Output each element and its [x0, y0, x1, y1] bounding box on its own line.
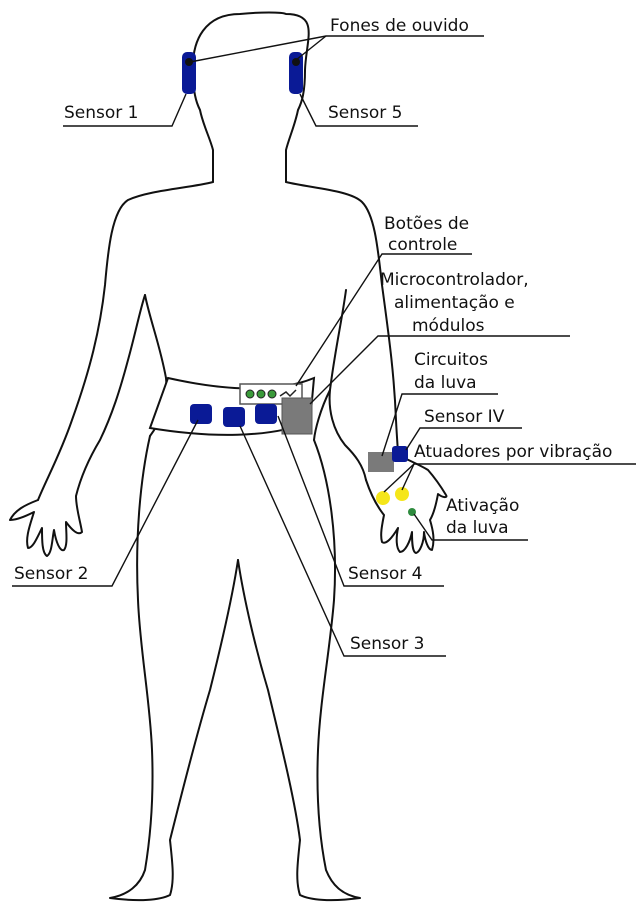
label-sensor-2: Sensor 2 [14, 564, 89, 584]
label-sensor-iv: Sensor IV [424, 407, 504, 427]
vibration-actuator [376, 491, 390, 505]
microcontroller-module [282, 398, 312, 434]
label-sensor-4: Sensor 4 [348, 564, 423, 584]
sensor-iv-pad [392, 446, 408, 462]
label-sensor-3: Sensor 3 [350, 634, 425, 654]
label-control-buttons-line2: controle [388, 235, 457, 255]
label-activation-line2: da luva [446, 518, 509, 538]
label-micro-line2: alimentação e [394, 293, 515, 313]
label-glove-circuits-line1: Circuitos [414, 350, 488, 370]
glove-circuit [368, 452, 394, 472]
sensor-4-pad [255, 404, 277, 424]
label-sensor-1: Sensor 1 [64, 103, 139, 123]
control-button [268, 390, 276, 398]
control-button [246, 390, 254, 398]
leader-lines [12, 36, 636, 656]
label-control-buttons-line1: Botões de [384, 214, 469, 234]
label-sensor-5: Sensor 5 [328, 103, 403, 123]
sensor-2-pad [190, 404, 212, 424]
label-headphones: Fones de ouvido [330, 16, 469, 36]
control-button [257, 390, 265, 398]
label-micro-line1: Microcontrolador, [380, 270, 529, 290]
label-activation-line1: Ativação [446, 496, 519, 516]
label-micro-line3: módulos [412, 316, 485, 336]
sensor-3-pad [223, 407, 245, 427]
label-glove-circuits-line2: da luva [414, 373, 477, 393]
label-vibration-actuators: Atuadores por vibração [414, 442, 612, 462]
